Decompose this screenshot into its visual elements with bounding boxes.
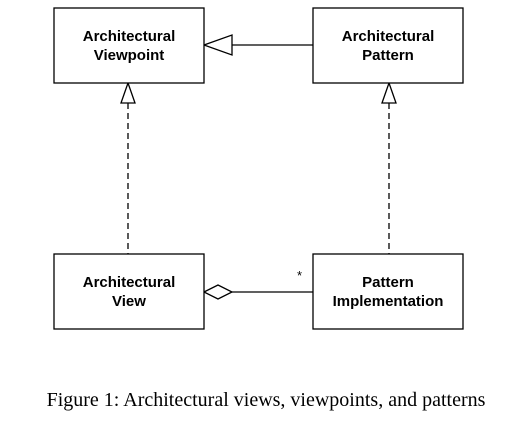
figure-caption: Figure 1: Architectural views, viewpoint… bbox=[46, 389, 486, 411]
node-box bbox=[53, 253, 205, 330]
node-label-line: Pattern bbox=[362, 47, 414, 64]
aggregation-diamond bbox=[202, 284, 234, 300]
node-architectural-pattern: Architectural Pattern bbox=[312, 7, 464, 84]
node-label-line: View bbox=[112, 293, 146, 310]
realization-arrowhead-implementation bbox=[381, 81, 397, 104]
uml-diagram: * Architectural Viewpoint Architectural … bbox=[53, 7, 464, 330]
node-architectural-view: Architectural View bbox=[53, 253, 205, 330]
node-label-line: Architectural bbox=[342, 28, 435, 45]
multiplicity-label: * bbox=[297, 268, 302, 283]
node-box bbox=[53, 7, 205, 84]
node-label-line: Viewpoint bbox=[94, 47, 165, 64]
node-label-line: Architectural bbox=[83, 274, 176, 291]
node-box bbox=[312, 253, 464, 330]
node-label-line: Pattern bbox=[362, 274, 414, 291]
node-label-line: Architectural bbox=[83, 28, 176, 45]
generalization-arrowhead bbox=[202, 34, 233, 56]
node-pattern-implementation: Pattern Implementation bbox=[312, 253, 464, 330]
realization-arrowhead-view bbox=[120, 81, 136, 104]
node-box bbox=[312, 7, 464, 84]
node-architectural-viewpoint: Architectural Viewpoint bbox=[53, 7, 205, 84]
node-label-line: Implementation bbox=[333, 293, 444, 310]
